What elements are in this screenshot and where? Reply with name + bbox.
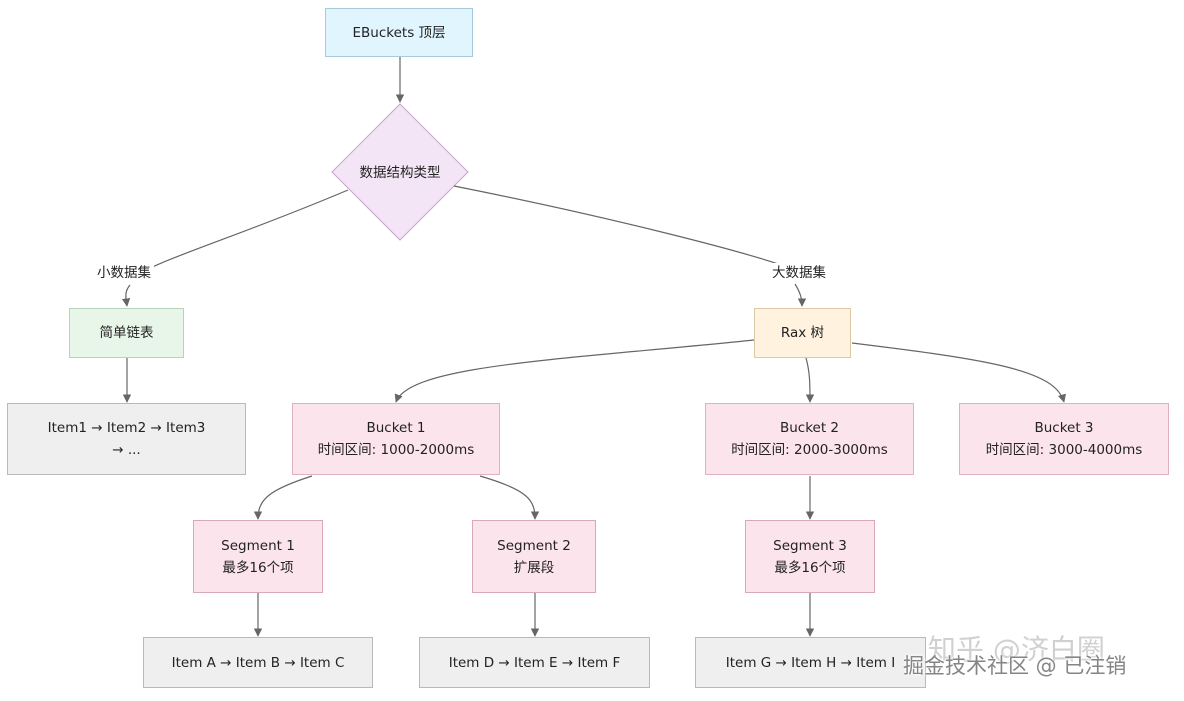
- node-bucket-2: Bucket 2 时间区间: 2000-3000ms: [705, 403, 914, 475]
- node-simple-list: 简单链表: [69, 308, 184, 358]
- edge-large-rax: [794, 283, 807, 307]
- edge-rax-bucket1: [394, 339, 755, 403]
- node-small-items: Item1 → Item2 → Item3 → ...: [7, 403, 246, 475]
- edge-bucket1-segment1: [253, 475, 313, 520]
- node-items-abc: Item A → Item B → Item C: [143, 637, 373, 688]
- edge-bucket1-segment2: [479, 475, 540, 520]
- node-bucket-3: Bucket 3 时间区间: 3000-4000ms: [959, 403, 1169, 475]
- decision-diamond: [331, 103, 469, 241]
- edge-label-small: 小数据集: [94, 263, 154, 283]
- decision-label: 数据结构类型: [359, 165, 441, 181]
- node-segment-3-title: Segment 3: [773, 537, 847, 554]
- node-bucket-1-title: Bucket 1: [366, 420, 426, 436]
- node-rax-tree: Rax 树: [754, 308, 851, 358]
- node-items-abc-label: Item A → Item B → Item C: [171, 654, 345, 671]
- node-rax-tree-label: Rax 树: [780, 325, 825, 341]
- node-simple-list-label: 简单链表: [99, 325, 154, 341]
- node-small-items-line2: → ...: [112, 442, 141, 458]
- node-bucket-2-title: Bucket 2: [779, 420, 840, 436]
- node-bucket-1-range: 时间区间: 1000-2000ms: [317, 442, 475, 458]
- node-segment-1-desc: 最多16个项: [222, 559, 294, 576]
- node-bucket-2-range: 时间区间: 2000-3000ms: [731, 442, 888, 458]
- node-segment-2-title: Segment 2: [497, 537, 571, 554]
- edge-rax-bucket2: [805, 357, 815, 403]
- edge-decision-small: [129, 189, 349, 281]
- edge-rax-bucket3: [851, 342, 1066, 403]
- node-segment-1-title: Segment 1: [221, 537, 295, 554]
- node-segment-2: Segment 2 扩展段: [472, 520, 596, 593]
- node-bucket-1: Bucket 1 时间区间: 1000-2000ms: [292, 403, 500, 475]
- node-segment-1: Segment 1 最多16个项: [193, 520, 323, 593]
- node-segment-2-desc: 扩展段: [513, 559, 555, 576]
- node-bucket-3-range: 时间区间: 3000-4000ms: [985, 442, 1143, 458]
- node-ebuckets-top: EBuckets 顶层: [325, 8, 473, 57]
- edge-decision-large: [453, 185, 791, 269]
- node-items-def-label: Item D → Item E → Item F: [448, 654, 621, 671]
- watermark-juejin: 掘金技术社区 @ 已注销: [903, 654, 1127, 678]
- watermark-zhihu: 知乎 @济白圈: [928, 633, 1105, 666]
- edge-label-large: 大数据集: [769, 263, 829, 283]
- node-segment-3-desc: 最多16个项: [774, 559, 846, 576]
- node-items-ghi-label: Item G → Item H → Item I: [725, 654, 896, 671]
- node-items-ghi: Item G → Item H → Item I: [695, 637, 926, 688]
- node-ebuckets-top-label: EBuckets 顶层: [352, 24, 446, 41]
- node-bucket-3-title: Bucket 3: [1034, 420, 1094, 436]
- node-small-items-line1: Item1 → Item2 → Item3: [47, 420, 206, 436]
- node-items-def: Item D → Item E → Item F: [419, 637, 650, 688]
- edge-small-simple: [121, 284, 131, 307]
- node-segment-3: Segment 3 最多16个项: [745, 520, 875, 593]
